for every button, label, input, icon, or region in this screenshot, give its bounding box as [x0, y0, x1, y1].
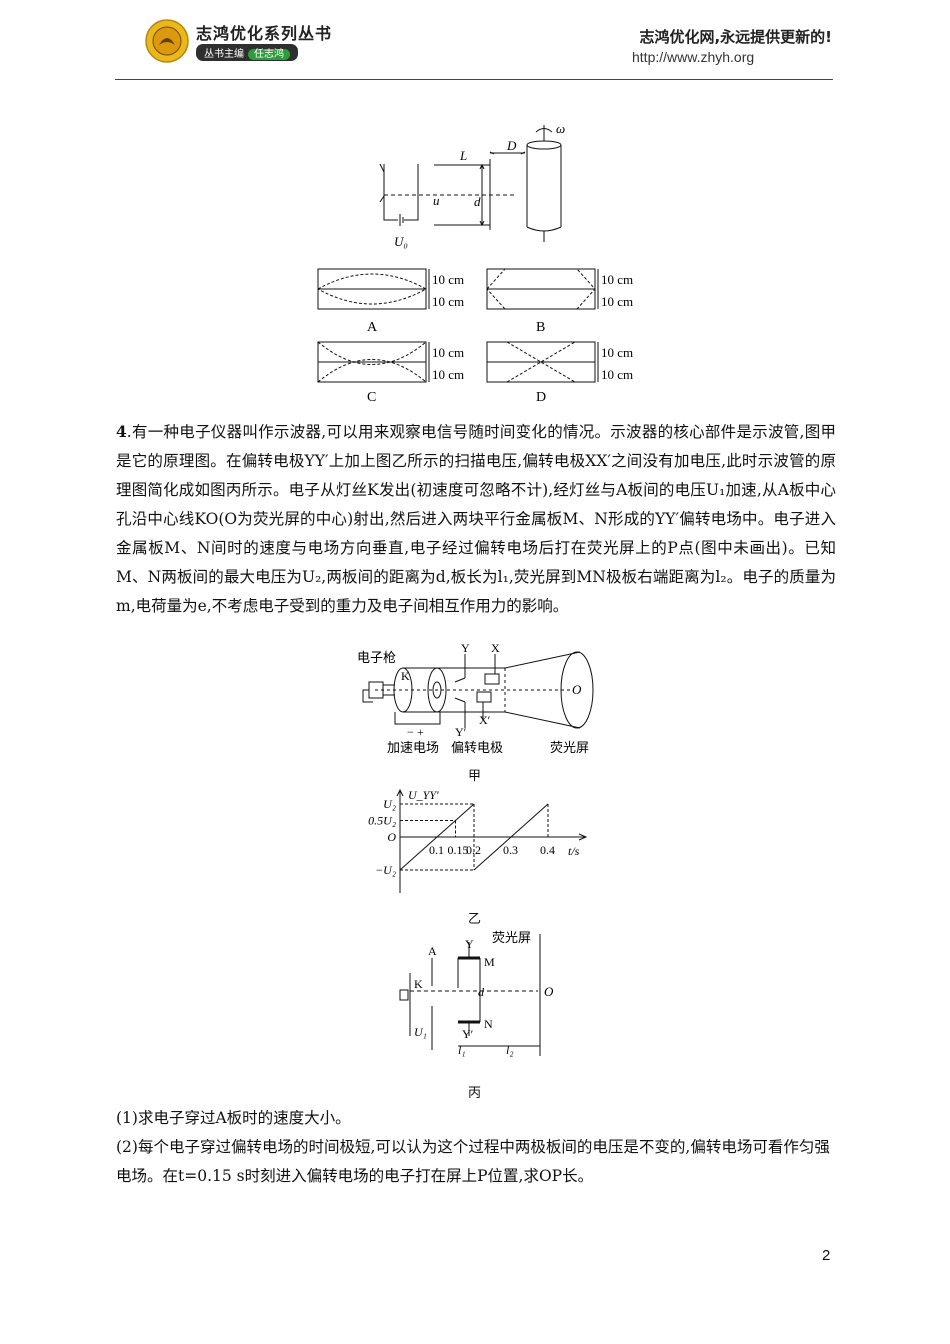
option-d-label: D	[536, 390, 546, 405]
label-D: D	[506, 138, 517, 153]
scale-label: 10 cm	[432, 272, 464, 287]
site-slogan: 志鸿优化网,永远提供更新的!	[639, 28, 832, 46]
x-tick-label: 0.2	[466, 843, 481, 857]
site-url[interactable]: http://www.zhyh.org	[632, 49, 755, 65]
x-tick-label: 0.1	[429, 843, 444, 857]
scale-label: 10 cm	[432, 294, 464, 309]
sawtooth-voltage-chart: 0.1 0.150.2 0.3 0.4 U₂ 0.5U₂ O −U₂ U_YY′ t/s	[368, 788, 588, 893]
label-X: X	[491, 641, 500, 655]
label-accel-field: 加速电场	[387, 740, 439, 755]
figure-caption-jia: 甲	[468, 769, 482, 784]
label-l2: l₂	[506, 1043, 514, 1057]
x-tick-label: 0.15	[448, 843, 469, 857]
label-l1: l₁	[458, 1043, 466, 1057]
label-d: d	[474, 194, 481, 209]
scale-label: 10 cm	[601, 367, 633, 382]
label-Xp: X′	[479, 713, 491, 727]
y-tick-label: O	[387, 830, 396, 844]
y-tick-label: U₂	[383, 797, 396, 811]
option-c-label: C	[367, 390, 376, 405]
label-Yp: Y′	[455, 725, 467, 739]
label-minus: −	[407, 725, 414, 739]
question-1: (1)求电子穿过A板时的速度大小。	[116, 1109, 351, 1127]
label-L: L	[459, 148, 467, 163]
oscilloscope-diagram: 电子枪 K Y X Y′ X′ O − + 加速电场 偏转电极 荧光屏	[357, 641, 594, 755]
page-number: 2	[822, 1247, 831, 1264]
label-Y: Y	[465, 937, 474, 951]
y-axis-label: U_YY′	[408, 788, 439, 802]
label-omega: ω	[556, 121, 565, 136]
label-N: N	[484, 1017, 493, 1031]
figure-caption-bing: 丙	[468, 1086, 482, 1101]
x-axis-arrow	[578, 833, 588, 841]
y-tick-label: −U₂	[375, 863, 396, 877]
scale-label: 10 cm	[601, 294, 633, 309]
label-O: O	[544, 984, 554, 999]
question-2: (2)每个电子穿过偏转电场的时间极短,可以认为这个过程中两极板间的电压是不变的,…	[116, 1138, 830, 1185]
option-b-label: B	[536, 320, 545, 335]
publisher-logo	[145, 19, 189, 63]
scale-label: 10 cm	[432, 367, 464, 382]
header-divider	[115, 79, 833, 80]
editor-badge: 丛书主编任志鸿	[196, 44, 298, 61]
label-K: K	[414, 977, 423, 991]
x-axis-label: t/s	[568, 844, 580, 858]
label-u: u	[433, 193, 440, 208]
label-K: K	[401, 669, 410, 683]
label-screen: 荧光屏	[550, 740, 589, 755]
simplified-tube-diagram: A Y M K d O N Y′ U₁ l₁ l₂ 荧光屏	[399, 930, 554, 1057]
label-O: O	[572, 682, 582, 697]
scale-label: 10 cm	[432, 345, 464, 360]
label-d: d	[478, 985, 485, 999]
label-plus: +	[417, 725, 424, 739]
label-A: A	[428, 944, 437, 958]
series-title: 志鸿优化系列丛书	[196, 24, 333, 43]
option-a-label: A	[367, 320, 378, 335]
label-Yp: Y′	[462, 1027, 474, 1041]
label-screen: 荧光屏	[492, 930, 531, 945]
figure-caption-yi: 乙	[468, 912, 482, 927]
problem-text: .有一种电子仪器叫作示波器,可以用来观察电信号随时间变化的情况。示波器的核心部件…	[116, 423, 836, 615]
scale-label: 10 cm	[601, 272, 633, 287]
sawtooth-series-line	[399, 803, 549, 871]
problem-number: 4	[116, 422, 127, 441]
scale-label: 10 cm	[601, 345, 633, 360]
y-axis-arrow	[396, 788, 404, 797]
label-U0: U₀	[394, 234, 408, 249]
problem-4-statement: 4.有一种电子仪器叫作示波器,可以用来观察电信号随时间变化的情况。示波器的核心部…	[116, 417, 836, 621]
label-M: M	[484, 955, 495, 969]
label-deflect-plate: 偏转电极	[451, 740, 503, 755]
deflection-setup-figure: L D ω u d U₀	[379, 121, 565, 249]
page-header: 志鸿优化系列丛书 丛书主编任志鸿 志鸿优化网,永远提供更新的! http://w…	[0, 0, 950, 80]
x-tick-label: 0.4	[540, 843, 555, 857]
label-electron-gun: 电子枪	[357, 650, 396, 665]
label-Y: Y	[461, 641, 470, 655]
x-tick-label: 0.3	[503, 843, 518, 857]
label-U1: U₁	[414, 1025, 427, 1039]
answer-options-figure: 10 cm 10 cm 10 cm 10 cm 10 cm 10 cm 10 c…	[317, 268, 633, 405]
y-tick-label: 0.5U₂	[368, 814, 396, 828]
